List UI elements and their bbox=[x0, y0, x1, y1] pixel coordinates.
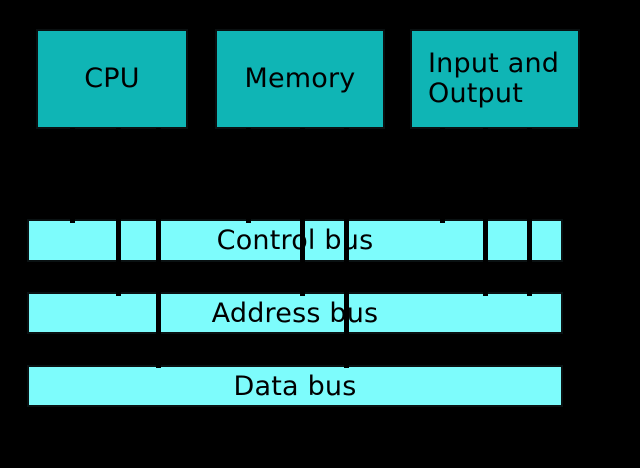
wire-cpu-data bbox=[156, 128, 161, 368]
unit-label-input-output-line2: Output bbox=[428, 78, 523, 109]
arrowhead-memory-data bbox=[339, 358, 353, 368]
unit-label-input-output-line1: Input and bbox=[428, 47, 560, 79]
wire-memory-address bbox=[300, 128, 305, 296]
wire-io-address bbox=[483, 128, 488, 296]
arrowhead-cpu-address bbox=[111, 285, 125, 295]
unit-box-input-output: Input and Output bbox=[410, 29, 580, 129]
arrowhead-memory-control bbox=[241, 212, 255, 222]
arrowhead-io-address bbox=[478, 285, 492, 295]
arrowhead-io-control bbox=[435, 212, 449, 222]
bus-bar-data: Data bus bbox=[27, 365, 563, 407]
unit-box-cpu: CPU bbox=[36, 29, 188, 129]
wire-memory-control bbox=[246, 128, 251, 223]
bus-label-control: Control bus bbox=[216, 225, 374, 256]
wire-cpu-address bbox=[116, 128, 121, 296]
unit-label-cpu: CPU bbox=[84, 62, 140, 94]
wire-io-control bbox=[440, 128, 445, 223]
unit-label-memory: Memory bbox=[244, 62, 356, 94]
bus-bar-address: Address bus bbox=[27, 292, 563, 334]
arrowhead-cpu-data bbox=[151, 358, 165, 368]
unit-box-memory: Memory bbox=[215, 29, 385, 129]
wire-memory-data bbox=[344, 128, 349, 368]
arrowhead-cpu-control bbox=[65, 212, 79, 222]
bus-label-data: Data bus bbox=[233, 370, 357, 402]
arrowhead-io2-address bbox=[522, 285, 536, 295]
bus-label-address: Address bus bbox=[211, 297, 379, 329]
unit-label-input-output: Input and Output bbox=[428, 47, 560, 109]
wire-cpu-control bbox=[70, 128, 75, 223]
arrowhead-memory-address bbox=[295, 285, 309, 295]
wire-io-data bbox=[527, 128, 532, 296]
